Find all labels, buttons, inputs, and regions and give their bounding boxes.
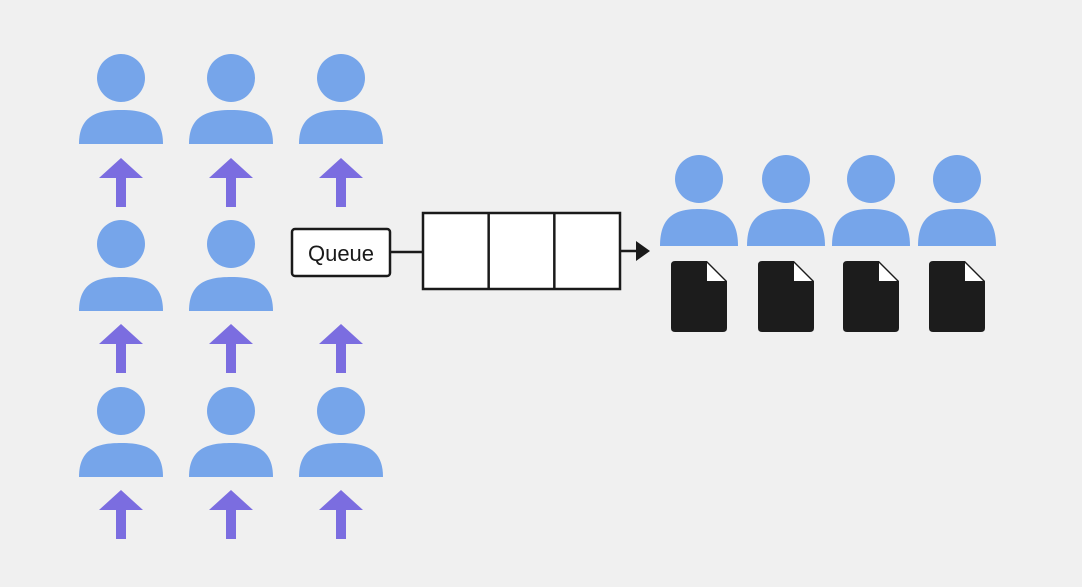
served-users-group <box>660 155 996 332</box>
person-icon <box>79 54 163 144</box>
queue-buffer <box>421 211 622 291</box>
document-icon <box>758 261 814 332</box>
up-arrow-icon <box>209 158 253 207</box>
up-arrow-icon <box>319 324 363 373</box>
queue-label: Queue <box>308 241 374 266</box>
person-icon <box>189 387 273 477</box>
person-icon <box>299 387 383 477</box>
right-arrow-icon <box>636 241 650 261</box>
person-icon <box>79 387 163 477</box>
person-icon <box>660 155 738 246</box>
up-arrow-icon <box>99 490 143 539</box>
up-arrow-icon <box>209 324 253 373</box>
person-icon <box>918 155 996 246</box>
person-icon <box>299 54 383 144</box>
person-icon <box>832 155 910 246</box>
document-icon <box>843 261 899 332</box>
up-arrow-icon <box>99 324 143 373</box>
document-icon <box>671 261 727 332</box>
up-arrow-icon <box>319 490 363 539</box>
queue-slots-frame <box>421 211 622 291</box>
document-icon <box>929 261 985 332</box>
up-arrow-icon <box>319 158 363 207</box>
person-icon <box>189 54 273 144</box>
person-icon <box>79 220 163 311</box>
waiting-users-group <box>79 54 383 539</box>
up-arrow-icon <box>209 490 253 539</box>
person-icon <box>189 220 273 311</box>
person-icon <box>747 155 825 246</box>
up-arrow-icon <box>99 158 143 207</box>
queue: Queue <box>290 211 650 291</box>
